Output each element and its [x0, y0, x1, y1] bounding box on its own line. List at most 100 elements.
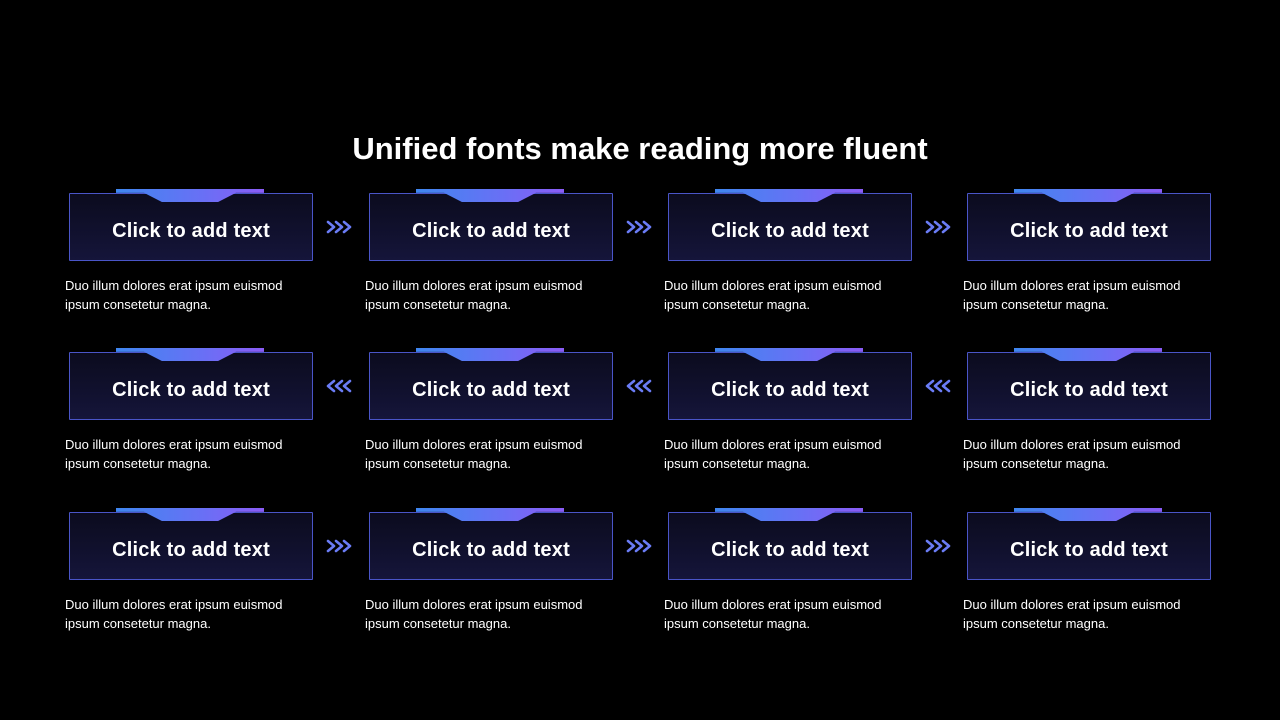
description-line-2: ipsum consetetur magna.	[664, 297, 810, 312]
step-card[interactable]: Click to add text	[668, 189, 912, 261]
description-line-1: Duo illum dolores erat ipsum euismod	[664, 597, 882, 612]
chevron-mark	[326, 220, 336, 234]
description-line-2: ipsum consetetur magna.	[664, 616, 810, 631]
chevron-mark	[626, 539, 636, 553]
card-frame	[668, 193, 912, 261]
description-line-2: ipsum consetetur magna.	[963, 616, 1109, 631]
step-card[interactable]: Click to add text	[668, 348, 912, 420]
step-card[interactable]: Click to add text	[967, 189, 1211, 261]
chevron-mark	[334, 379, 344, 393]
step-description[interactable]: Duo illum dolores erat ipsum euismod ipsu…	[65, 435, 315, 473]
step-card[interactable]: Click to add text	[369, 189, 613, 261]
chevron-mark	[925, 379, 935, 393]
chevron-mark	[642, 220, 652, 234]
description-line-1: Duo illum dolores erat ipsum euismod	[664, 437, 882, 452]
step-description[interactable]: Duo illum dolores erat ipsum euismod ipsu…	[963, 595, 1213, 633]
step-description[interactable]: Duo illum dolores erat ipsum euismod ipsu…	[963, 435, 1213, 473]
description-line-2: ipsum consetetur magna.	[65, 616, 211, 631]
chevron-mark	[941, 379, 951, 393]
chevron-mark	[642, 539, 652, 553]
chevron-mark	[626, 220, 636, 234]
description-line-2: ipsum consetetur magna.	[365, 297, 511, 312]
chevron-mark	[634, 220, 644, 234]
chevron-mark	[342, 379, 352, 393]
chevron-mark	[941, 539, 951, 553]
step-card[interactable]: Click to add text	[668, 508, 912, 580]
chevron-mark	[933, 379, 943, 393]
card-frame	[369, 512, 613, 580]
description-line-1: Duo illum dolores erat ipsum euismod	[65, 597, 283, 612]
triple-chevron-right-icon	[326, 220, 352, 234]
triple-chevron-right-icon	[925, 539, 951, 553]
card-label[interactable]: Click to add text	[1010, 378, 1168, 401]
step-description[interactable]: Duo illum dolores erat ipsum euismod ipsu…	[963, 276, 1213, 314]
step-card[interactable]: Click to add text	[967, 508, 1211, 580]
chevron-mark	[634, 539, 644, 553]
card-label[interactable]: Click to add text	[112, 378, 270, 401]
description-line-1: Duo illum dolores erat ipsum euismod	[963, 278, 1181, 293]
card-label[interactable]: Click to add text	[412, 538, 570, 561]
step-description[interactable]: Duo illum dolores erat ipsum euismod ipsu…	[664, 276, 914, 314]
slide-title[interactable]: Unified fonts make reading more fluent	[352, 131, 928, 166]
step-description[interactable]: Duo illum dolores erat ipsum euismod ipsu…	[365, 595, 615, 633]
description-line-2: ipsum consetetur magna.	[65, 456, 211, 471]
step-card[interactable]: Click to add text	[369, 348, 613, 420]
step-card[interactable]: Click to add text	[967, 348, 1211, 420]
triple-chevron-right-icon	[626, 220, 652, 234]
description-line-2: ipsum consetetur magna.	[963, 297, 1109, 312]
description-line-1: Duo illum dolores erat ipsum euismod	[963, 437, 1181, 452]
chevron-mark	[925, 220, 935, 234]
card-label[interactable]: Click to add text	[112, 219, 270, 242]
step-card[interactable]: Click to add text	[69, 189, 313, 261]
card-frame	[967, 193, 1211, 261]
step-description[interactable]: Duo illum dolores erat ipsum euismod ipsu…	[365, 276, 615, 314]
description-line-2: ipsum consetetur magna.	[365, 616, 511, 631]
card-frame	[369, 193, 613, 261]
description-line-1: Duo illum dolores erat ipsum euismod	[365, 437, 583, 452]
description-line-1: Duo illum dolores erat ipsum euismod	[65, 437, 283, 452]
card-label[interactable]: Click to add text	[711, 219, 869, 242]
step-description[interactable]: Duo illum dolores erat ipsum euismod ipsu…	[664, 595, 914, 633]
card-frame	[668, 352, 912, 420]
description-line-2: ipsum consetetur magna.	[365, 456, 511, 471]
description-line-2: ipsum consetetur magna.	[963, 456, 1109, 471]
chevron-mark	[342, 220, 352, 234]
card-frame	[69, 512, 313, 580]
card-label[interactable]: Click to add text	[1010, 219, 1168, 242]
card-label[interactable]: Click to add text	[112, 538, 270, 561]
triple-chevron-right-icon	[626, 539, 652, 553]
chevron-mark	[941, 220, 951, 234]
card-frame	[668, 512, 912, 580]
chevron-mark	[326, 379, 336, 393]
description-line-1: Duo illum dolores erat ipsum euismod	[365, 278, 583, 293]
triple-chevron-left-icon	[925, 379, 951, 393]
step-card[interactable]: Click to add text	[369, 508, 613, 580]
chevron-mark	[334, 539, 344, 553]
card-label[interactable]: Click to add text	[412, 219, 570, 242]
step-description[interactable]: Duo illum dolores erat ipsum euismod ipsu…	[65, 595, 315, 633]
triple-chevron-left-icon	[326, 379, 352, 393]
description-line-1: Duo illum dolores erat ipsum euismod	[963, 597, 1181, 612]
chevron-mark	[642, 379, 652, 393]
description-line-1: Duo illum dolores erat ipsum euismod	[365, 597, 583, 612]
card-label[interactable]: Click to add text	[1010, 538, 1168, 561]
triple-chevron-right-icon	[326, 539, 352, 553]
step-card[interactable]: Click to add text	[69, 508, 313, 580]
description-line-1: Duo illum dolores erat ipsum euismod	[664, 278, 882, 293]
chevron-mark	[925, 539, 935, 553]
card-label[interactable]: Click to add text	[711, 378, 869, 401]
chevron-mark	[342, 539, 352, 553]
step-card[interactable]: Click to add text	[69, 348, 313, 420]
triple-chevron-left-icon	[626, 379, 652, 393]
triple-chevron-right-icon	[925, 220, 951, 234]
card-label[interactable]: Click to add text	[711, 538, 869, 561]
card-frame	[967, 352, 1211, 420]
card-label[interactable]: Click to add text	[412, 378, 570, 401]
chevron-mark	[634, 379, 644, 393]
chevron-mark	[326, 539, 336, 553]
step-description[interactable]: Duo illum dolores erat ipsum euismod ipsu…	[365, 435, 615, 473]
description-line-2: ipsum consetetur magna.	[65, 297, 211, 312]
